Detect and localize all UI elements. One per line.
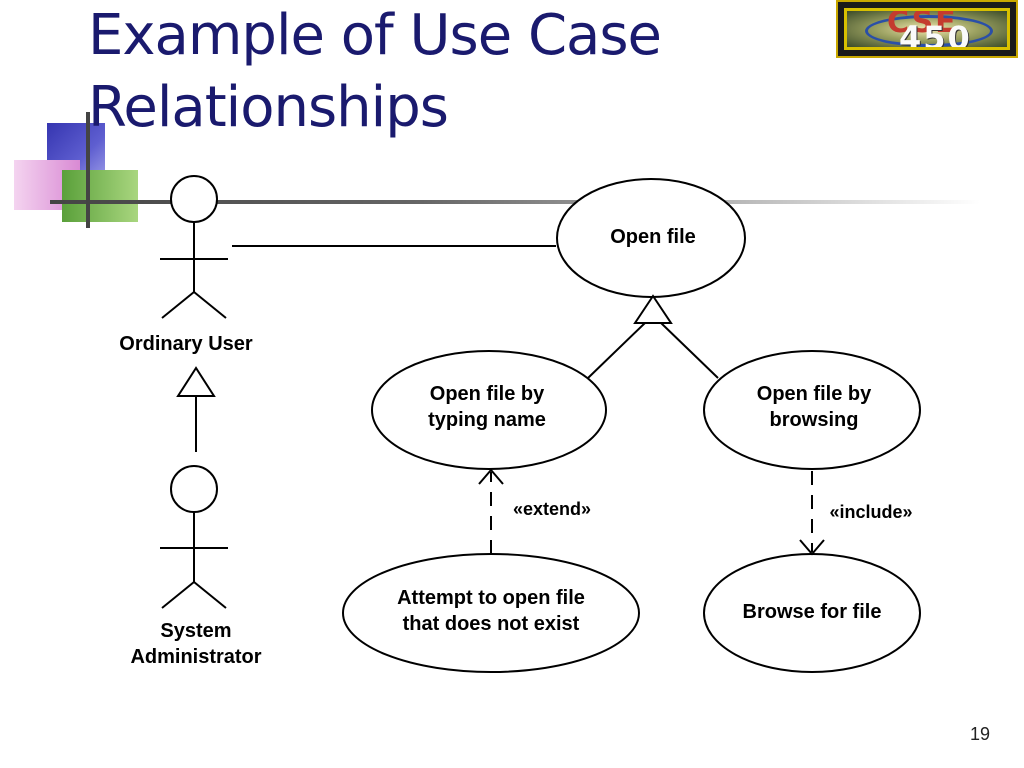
cse-450-logo: CSE 450 (836, 0, 1018, 58)
decor-horizontal-rule (50, 200, 980, 204)
decor-vertical-rule (86, 112, 90, 228)
extend-stereotype-label: «extend» (512, 499, 592, 519)
actor-ordinary-user-figure[interactable] (160, 175, 228, 319)
use-case-open-file-shape[interactable] (556, 178, 746, 298)
slide-title: Example of Use Case Relationships (88, 0, 662, 144)
slide-title-line-2: Relationships (88, 75, 449, 140)
use-case-browse-for-file-label: Browse for file (742, 601, 882, 623)
extend-arrow (478, 468, 504, 554)
logo-bottom-text: 450 (899, 19, 972, 50)
logo-ring (865, 15, 993, 47)
logo-top-text: CSE (887, 8, 958, 40)
use-case-open-file-browsing-label: Open file by browsing (756, 383, 872, 431)
generalization-specializations-to-open-file (587, 294, 719, 379)
decor-green-square (62, 170, 138, 222)
logo-badge: CSE 450 (844, 8, 1010, 50)
use-case-open-file-browsing-shape[interactable] (703, 350, 921, 470)
actor-system-administrator-figure[interactable] (160, 465, 228, 609)
actor-ordinary-user-label: Ordinary User (119, 333, 253, 355)
use-case-open-file-typing-label: Open file by typing name (428, 383, 546, 431)
use-case-attempt-open-missing-label: Attempt to open file that does not exist (397, 587, 585, 635)
use-case-open-file-label: Open file (610, 226, 696, 248)
generalization-admin-to-user (176, 366, 216, 452)
include-arrow (799, 471, 825, 556)
actor-system-administrator-label: System Administrator (130, 620, 262, 668)
slide-title-line-1: Example of Use Case (88, 3, 662, 68)
include-stereotype-label: «include» (829, 502, 913, 522)
slide-page-number: 19 (969, 724, 990, 744)
use-case-open-file-typing-shape[interactable] (371, 350, 607, 470)
